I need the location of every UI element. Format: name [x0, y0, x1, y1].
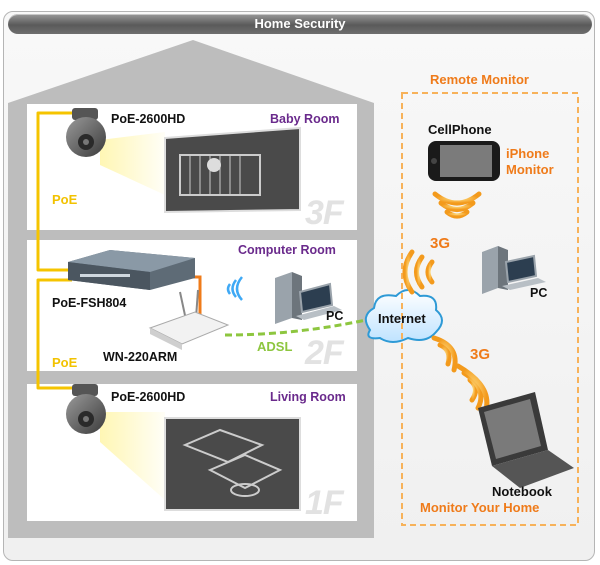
remote-monitor-title: Remote Monitor — [430, 72, 529, 87]
floor-2f-number: 2F — [305, 334, 344, 372]
switch-label: PoE-FSH804 — [52, 296, 127, 310]
living-room-label: Living Room — [270, 390, 346, 404]
pc-remote-icon — [482, 246, 546, 294]
router-icon — [148, 289, 230, 350]
camera-1f-label: PoE-2600HD — [111, 390, 186, 404]
3g-label-lower: 3G — [470, 346, 491, 363]
internet-cloud-icon — [364, 289, 443, 343]
adsl-line — [224, 316, 376, 337]
3g-waves-upper-icon — [402, 191, 482, 295]
iphone-monitor-label: Monitor — [506, 162, 554, 177]
cellphone-label: CellPhone — [428, 122, 492, 137]
poe-label-3f: PoE — [52, 192, 78, 207]
router-label: WN-220ARM — [103, 350, 178, 364]
poe-label-2f: PoE — [52, 355, 78, 370]
camera-3f-icon — [66, 108, 165, 195]
living-room-image — [164, 417, 301, 511]
remote-monitor-box — [401, 92, 579, 526]
camera-1f-icon — [66, 384, 165, 500]
iphone-label: iPhone — [506, 146, 550, 161]
wifi-waves-icon — [226, 276, 243, 301]
floor-1f-number: 1F — [305, 484, 344, 522]
3g-label-upper: 3G — [430, 235, 451, 252]
notebook-caption: Monitor Your Home — [420, 500, 540, 515]
internet-label: Internet — [378, 311, 426, 326]
adsl-label: ADSL — [257, 339, 293, 354]
pc-2f-icon — [275, 272, 342, 324]
baby-room-image — [164, 126, 301, 214]
diagram-title: Home Security — [8, 14, 592, 34]
pc-remote-label: PC — [530, 286, 548, 300]
notebook-icon — [478, 392, 574, 488]
camera-3f-label: PoE-2600HD — [111, 112, 186, 126]
poe-cable — [36, 111, 75, 390]
floor-3f-number: 3F — [305, 194, 344, 232]
baby-room-label: Baby Room — [270, 112, 340, 126]
switch-icon — [68, 250, 195, 290]
computer-room-label: Computer Room — [238, 243, 336, 257]
notebook-label: Notebook — [492, 484, 552, 499]
iphone-icon — [428, 141, 500, 181]
pc-2f-label: PC — [326, 309, 344, 323]
